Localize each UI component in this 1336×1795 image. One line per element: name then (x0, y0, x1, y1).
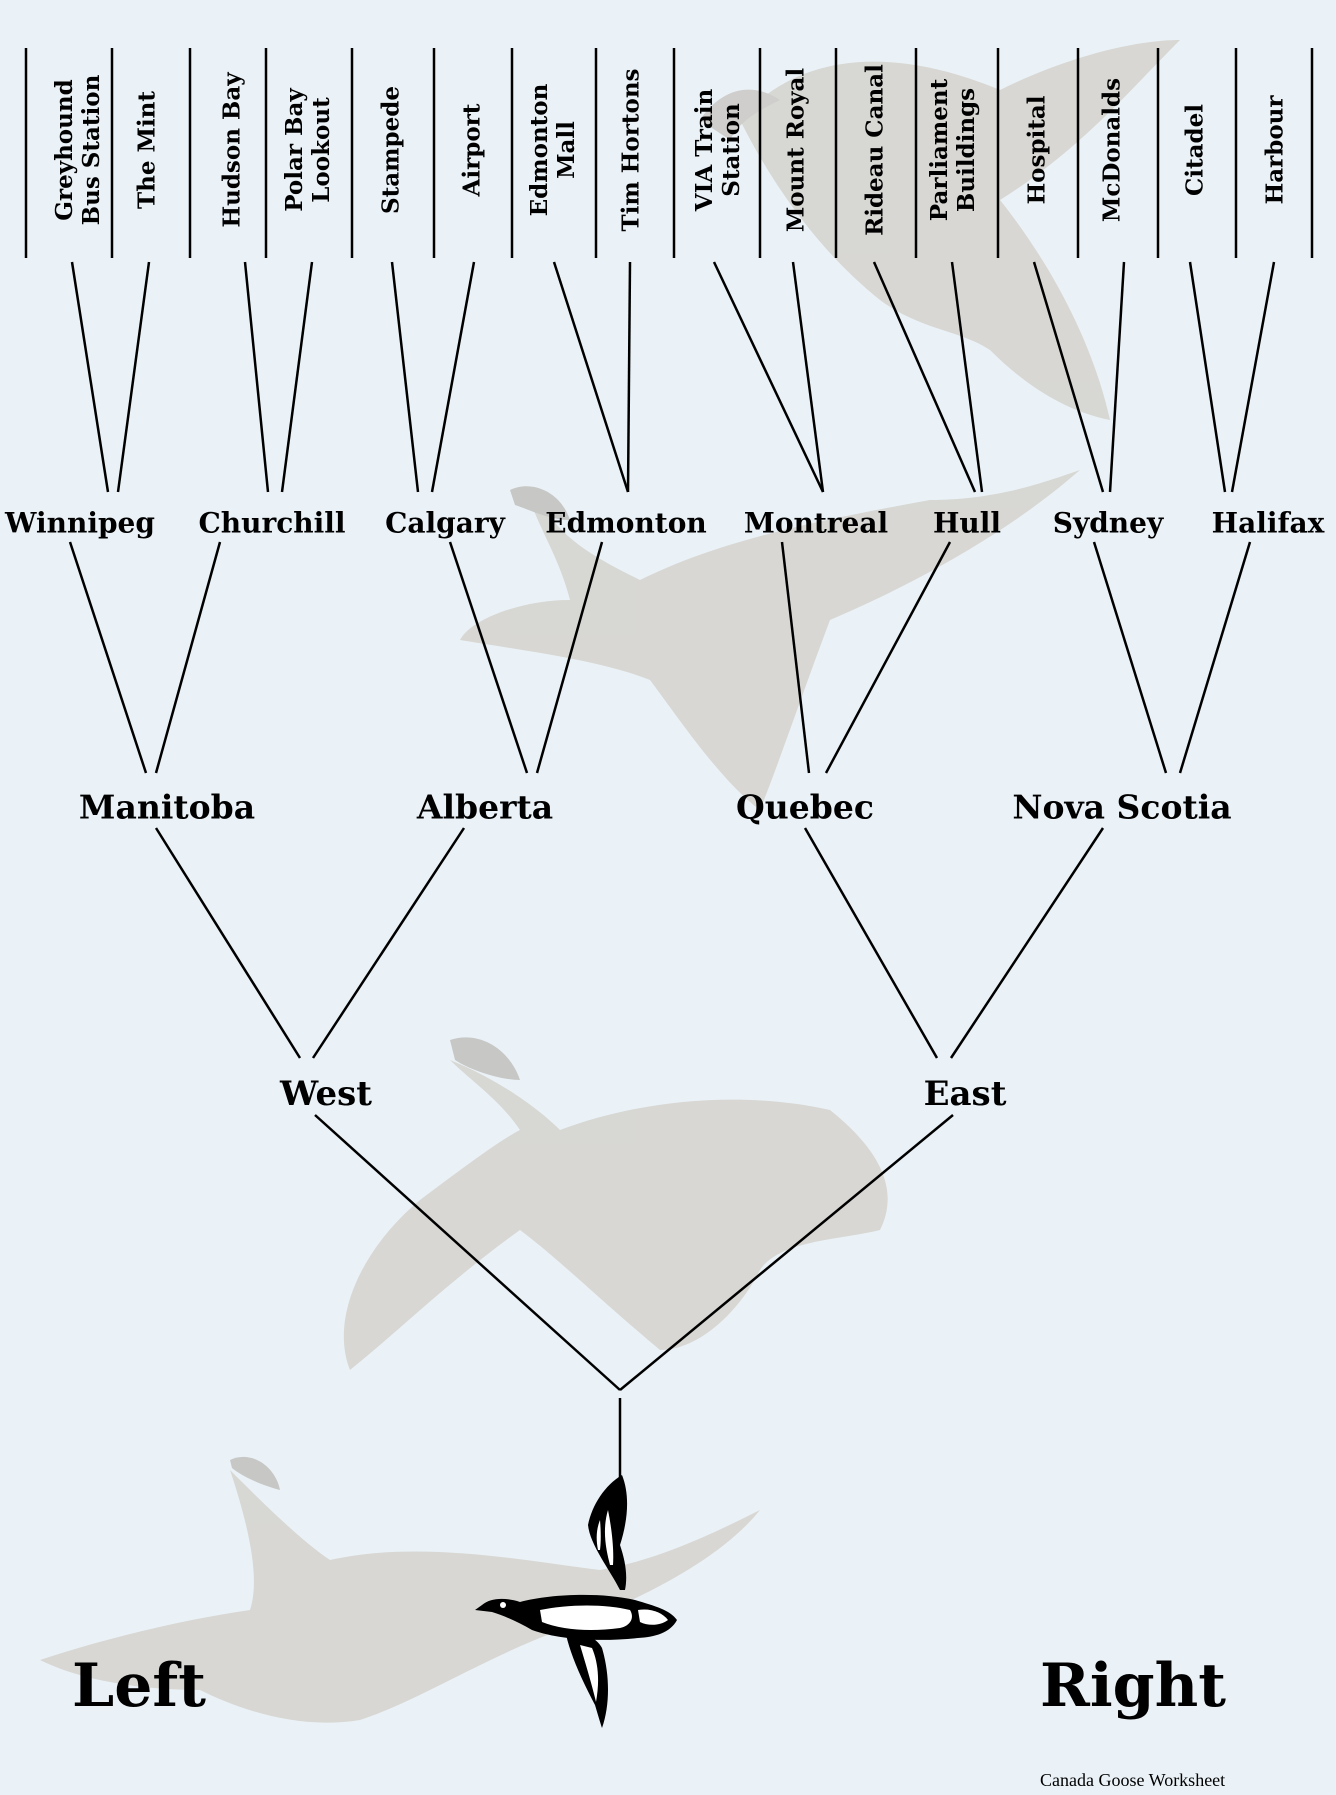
landmark-label: Harbour (1262, 95, 1289, 204)
city-sydney: Sydney (1053, 507, 1164, 540)
province-connector (156, 828, 300, 1058)
landmark-label: Citadel (1182, 104, 1209, 196)
landmark-label: Lookout (308, 88, 335, 212)
leaf-connector (245, 262, 268, 492)
landmark-label: Mall (553, 84, 580, 217)
leaf-connector (432, 262, 474, 492)
city-connector (1180, 542, 1250, 773)
city-connector (156, 542, 220, 773)
leaf-connector (282, 262, 312, 492)
landmark-label: McDonalds (1099, 78, 1126, 222)
region-west: West (280, 1074, 372, 1114)
landmark-label: Hospital (1024, 95, 1051, 204)
leaf-connector (1034, 262, 1103, 492)
leaf-connector (1190, 262, 1225, 492)
province-manitoba: Manitoba (79, 788, 255, 827)
province-connector (805, 828, 937, 1058)
city-churchill: Churchill (198, 507, 345, 540)
province-nova-scotia: Nova Scotia (1012, 788, 1231, 827)
city-calgary: Calgary (385, 507, 505, 540)
landmark-label: Polar Bay (281, 88, 308, 212)
province-connector (313, 828, 464, 1058)
leaf-connector (1110, 262, 1124, 492)
landmark-label: Hudson Bay (219, 72, 246, 227)
province-alberta: Alberta (417, 788, 553, 827)
region-east: East (924, 1074, 1007, 1114)
region-connector (620, 1115, 953, 1390)
landmark-label: Station (718, 89, 745, 211)
city-hull: Hull (933, 507, 1001, 540)
leaf-connector (952, 262, 982, 492)
city-halifax: Halifax (1212, 507, 1325, 540)
leaf-connector (1232, 262, 1274, 492)
city-edmonton: Edmonton (545, 507, 707, 540)
right-label: Right (1040, 1651, 1226, 1721)
city-connector (782, 542, 809, 773)
landmark-label: Edmonton (526, 84, 553, 217)
left-label: Left (72, 1651, 206, 1721)
province-quebec: Quebec (736, 788, 874, 827)
city-winnipeg: Winnipeg (5, 507, 155, 540)
leaf-connector (72, 262, 108, 492)
city-connector (1094, 542, 1166, 773)
leaf-connector (392, 262, 418, 492)
leaf-connector (714, 262, 823, 492)
leaf-connector (118, 262, 149, 492)
landmark-label: Parliament (926, 79, 953, 221)
city-connector (70, 542, 146, 773)
landmark-label: Rideau Canal (862, 64, 889, 236)
landmark-label: Airport (459, 104, 486, 197)
landmark-label: Buildings (953, 79, 980, 221)
leaf-connector (628, 262, 630, 492)
city-montreal: Montreal (744, 507, 888, 540)
leaf-connector (874, 262, 975, 492)
landmark-label: VIA Train (691, 89, 718, 211)
flying-duck-icon (470, 1470, 690, 1730)
footer-caption: Canada Goose Worksheet (1040, 1770, 1225, 1791)
city-connector (537, 542, 602, 773)
city-connector (450, 542, 527, 773)
landmark-label: The Mint (134, 91, 161, 209)
city-connector (826, 542, 950, 773)
leaf-connector (554, 262, 628, 492)
landmark-label: Tim Hortons (618, 68, 645, 231)
landmark-label: Greyhound (51, 75, 78, 226)
landmark-label: Stampede (378, 86, 405, 214)
landmark-label: Bus Station (78, 75, 105, 226)
province-connector (951, 828, 1103, 1058)
landmark-label: Mount Royal (783, 68, 810, 232)
region-connector (315, 1115, 620, 1390)
